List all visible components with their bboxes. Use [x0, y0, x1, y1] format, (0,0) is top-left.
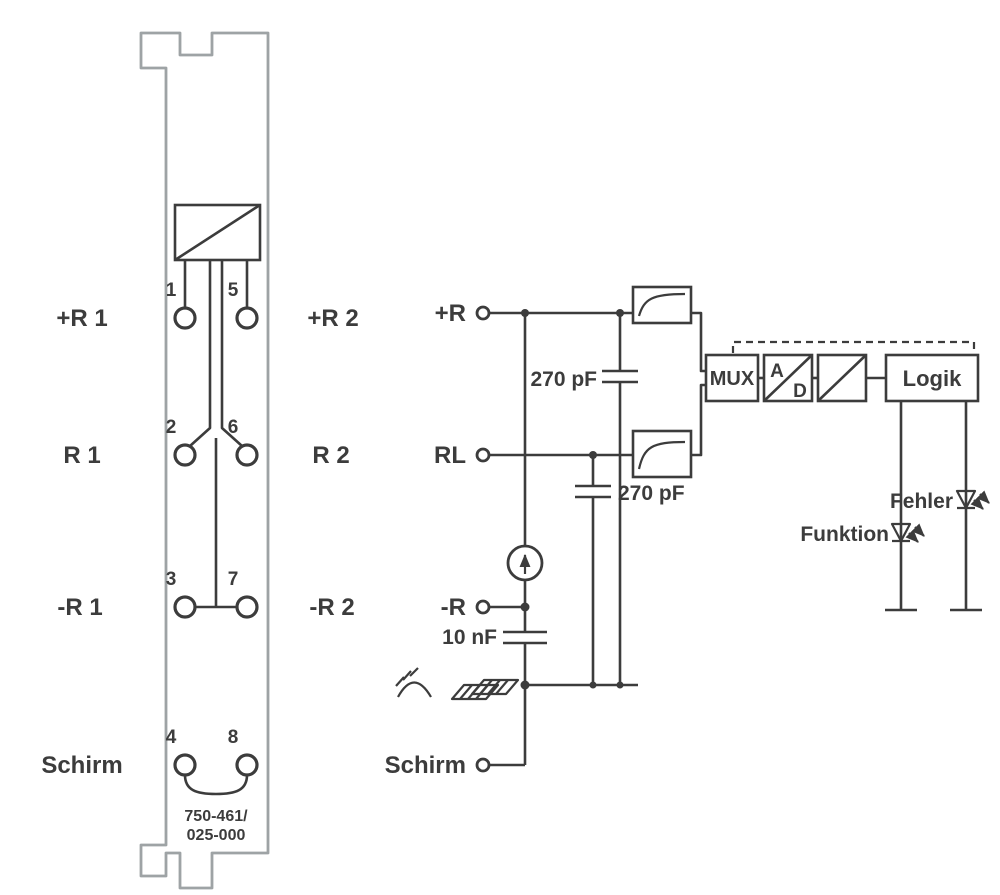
- logic-label: Logik: [903, 366, 962, 391]
- input-label-rl: RL: [434, 442, 466, 469]
- label-minus-r1: -R 1: [57, 594, 102, 621]
- part-number-line-2: 025-000: [187, 827, 246, 844]
- isolation-block: [816, 353, 868, 403]
- label-plus-r2: +R 2: [307, 305, 358, 332]
- capacitor-3-value: 10 nF: [442, 626, 497, 649]
- led-branches: Fehler Funktion: [800, 401, 990, 612]
- logic-block: Logik: [884, 353, 980, 403]
- ad-converter-block: A D: [762, 353, 814, 403]
- module-terminals: 1 5 2 6 3 7 4 8: [166, 280, 259, 777]
- terminal-4: [173, 753, 197, 777]
- connector-rl: [475, 447, 491, 463]
- module-terminal-labels: +R 1 R 1 -R 1 Schirm +R 2 R 2 -R 2: [41, 305, 358, 779]
- terminal-7: [235, 595, 259, 619]
- terminal-2: [173, 443, 197, 467]
- part-number: 750-461/ 025-000: [184, 808, 248, 844]
- ad-label-digital: D: [793, 381, 807, 402]
- label-minus-r2: -R 2: [309, 594, 354, 621]
- lowpass-filter-1: [631, 285, 693, 325]
- error-led: Fehler: [890, 489, 990, 513]
- input-label-plus-r: +R: [435, 300, 466, 327]
- low-pass-filter-icon: [631, 429, 693, 479]
- low-pass-filter-icon: [631, 285, 693, 325]
- part-number-line-1: 750-461/: [184, 808, 248, 825]
- terminal-5: [235, 306, 259, 330]
- capacitor-270pf-2: 270 pF: [575, 482, 685, 505]
- module-isolation-box: [173, 203, 262, 262]
- terminal-1-number: 1: [166, 280, 177, 301]
- connector-plus-r: [475, 305, 491, 321]
- terminal-3-number: 3: [166, 569, 177, 590]
- terminal-7-number: 7: [228, 569, 239, 590]
- label-plus-r1: +R 1: [56, 305, 107, 332]
- current-source-icon: [506, 544, 544, 582]
- label-r2: R 2: [312, 442, 349, 469]
- error-led-label: Fehler: [890, 490, 953, 513]
- terminal-8: [235, 753, 259, 777]
- module-pictogram: 1 5 2 6 3 7 4 8 +R 1 R 1 -R 1 Schirm +R …: [41, 31, 359, 890]
- din-rail-icon: [450, 678, 520, 701]
- functional-earth-icon: [395, 667, 432, 698]
- terminal-2-number: 2: [166, 417, 177, 438]
- shield-jumper-wire: [183, 774, 249, 796]
- junction-dots: [520, 309, 624, 690]
- label-r1: R 1: [63, 442, 100, 469]
- label-schirm-left: Schirm: [41, 752, 122, 779]
- input-label-schirm: Schirm: [385, 752, 466, 779]
- terminal-4-number: 4: [166, 727, 177, 748]
- capacitor-1-value: 270 pF: [530, 368, 597, 391]
- terminal-8-number: 8: [228, 727, 239, 748]
- terminal-3: [173, 595, 197, 619]
- module-internal-wiring: [183, 260, 249, 796]
- connector-minus-r: [475, 599, 491, 615]
- function-led: Funktion: [800, 522, 925, 546]
- terminal-1: [173, 306, 197, 330]
- mux-block: MUX: [704, 353, 760, 403]
- capacitor-270pf-1: 270 pF: [530, 368, 638, 391]
- terminal-6: [235, 443, 259, 467]
- capacitor-2-value: 270 pF: [618, 482, 685, 505]
- ad-label-analog: A: [770, 361, 784, 382]
- function-led-label: Funktion: [800, 523, 889, 546]
- terminal-5-number: 5: [228, 280, 239, 301]
- input-connectors: +R RL -R Schirm: [385, 300, 491, 779]
- control-bus-dashed-line: [731, 340, 976, 353]
- lowpass-filter-2: [631, 429, 693, 479]
- mux-label: MUX: [710, 368, 755, 390]
- led-icon: [955, 489, 977, 510]
- capacitor-10nf: 10 nF: [442, 626, 547, 649]
- connector-schirm: [475, 757, 491, 773]
- terminal-6-number: 6: [228, 417, 239, 438]
- input-label-minus-r: -R: [441, 594, 466, 621]
- led-icon: [890, 522, 912, 543]
- circuit-schematic: 270 pF 270 pF 10 nF +R RL -R Schirm: [385, 285, 990, 779]
